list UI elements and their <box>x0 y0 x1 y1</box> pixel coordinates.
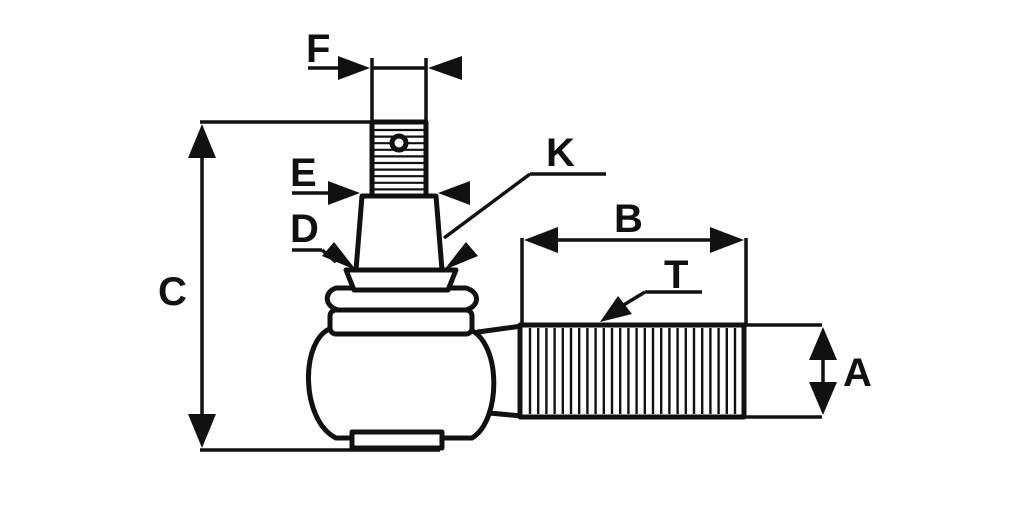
label-e: E <box>290 151 317 195</box>
label-b: B <box>614 197 643 241</box>
label-c: C <box>158 270 187 314</box>
taper-stud <box>353 193 445 273</box>
label-a: A <box>843 351 872 395</box>
cotter-pin-hole <box>389 133 409 153</box>
dimension-c <box>188 120 440 452</box>
label-k: K <box>546 131 575 175</box>
label-f: F <box>306 27 330 71</box>
dimension-b <box>520 227 748 325</box>
boot-collar <box>324 267 479 337</box>
ball-housing <box>306 325 497 451</box>
leader-t <box>600 290 702 322</box>
leader-k <box>442 172 606 240</box>
label-d: D <box>290 207 319 251</box>
dimension-e <box>292 181 470 205</box>
dimension-a <box>809 327 837 415</box>
shank-thread-lines <box>528 328 737 414</box>
dimension-d <box>292 242 478 270</box>
label-t: T <box>664 253 688 297</box>
stud-thread <box>369 119 429 199</box>
dimension-f <box>308 56 462 122</box>
threaded-shank <box>475 322 822 420</box>
